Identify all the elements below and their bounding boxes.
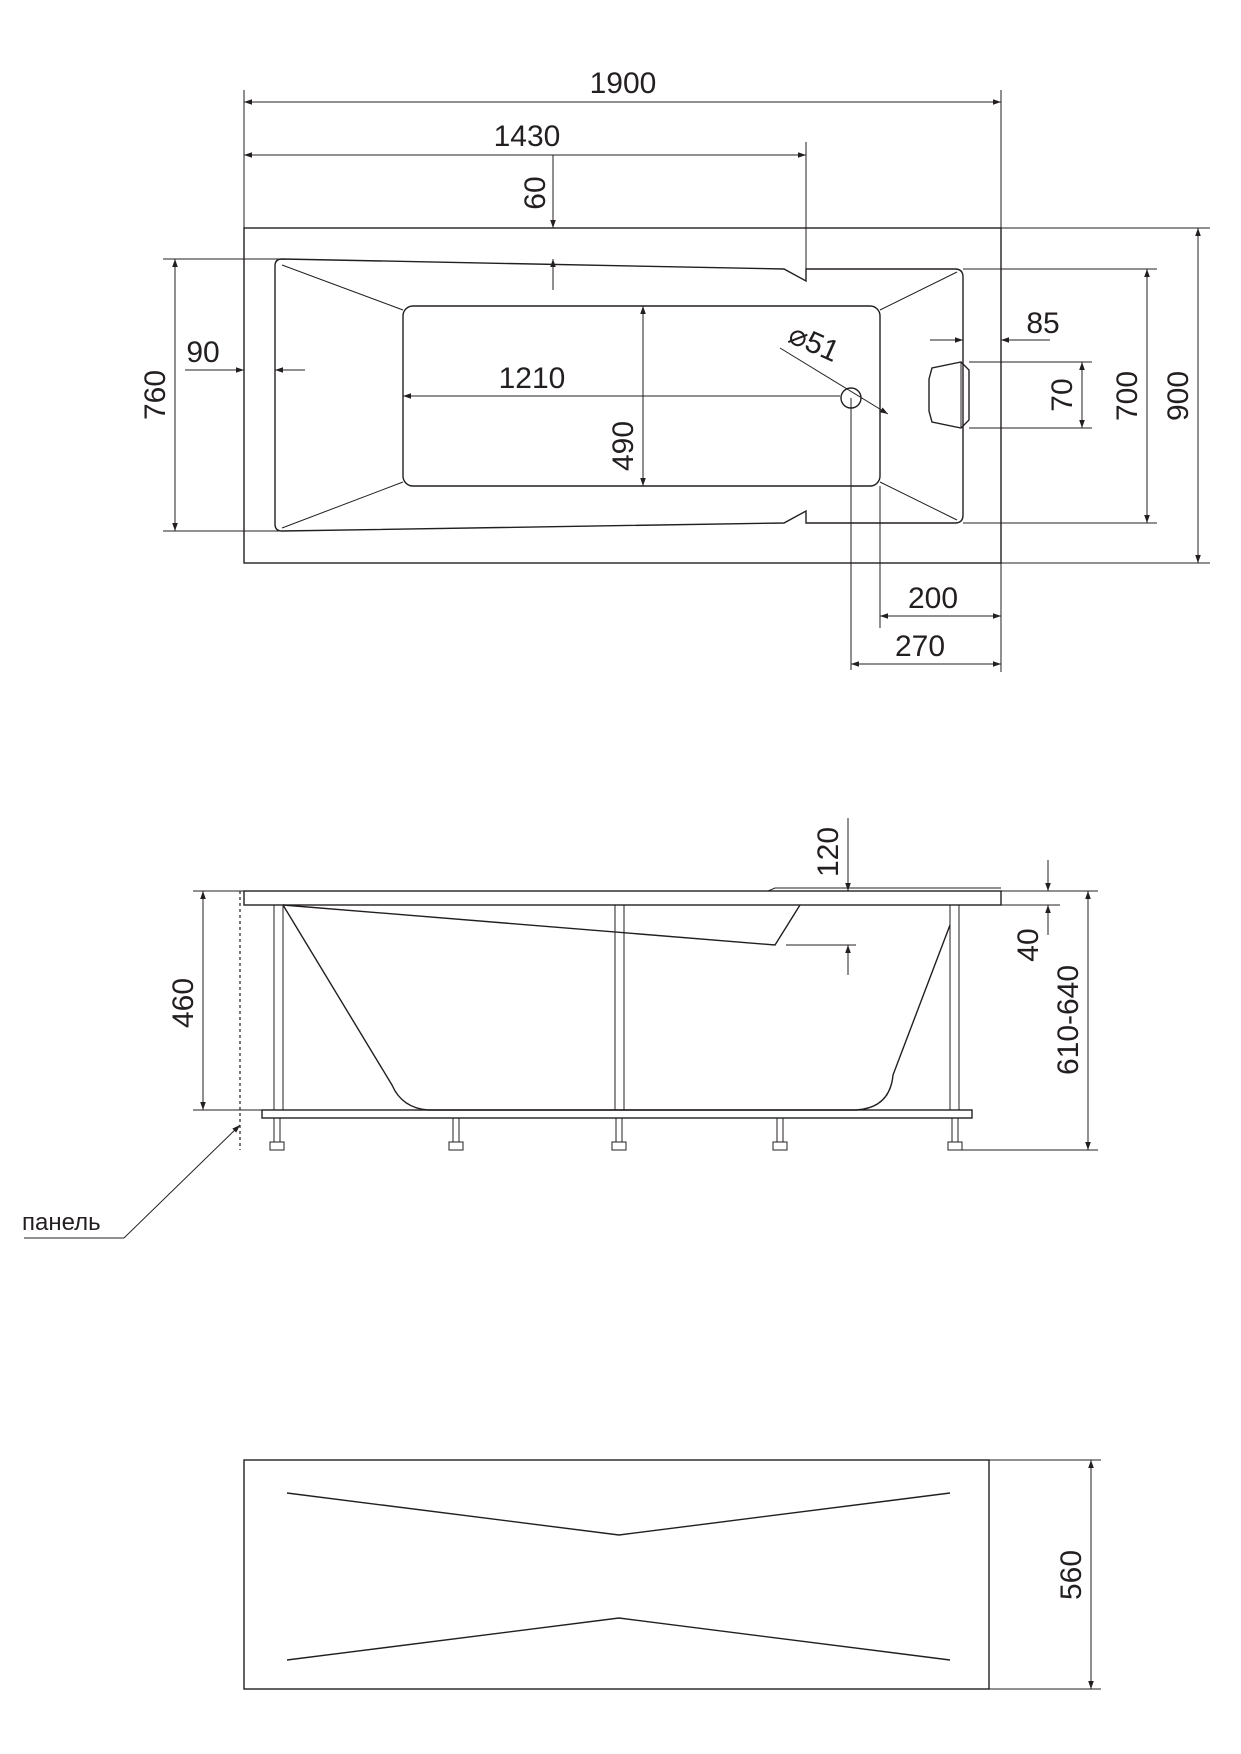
dim-bottom-length: 1210 bbox=[499, 362, 566, 395]
dim-headrest-width: 70 bbox=[1046, 378, 1079, 411]
front-panel-outline bbox=[243, 1459, 990, 1690]
dim-left-rim: 90 bbox=[186, 336, 219, 369]
dim-step-length: 1430 bbox=[494, 120, 561, 153]
base-frame bbox=[261, 1109, 973, 1119]
side-rim bbox=[243, 890, 1002, 906]
dim-inner-width: 700 bbox=[1111, 371, 1144, 421]
front-panel-view: 560 bbox=[243, 1459, 1101, 1690]
dim-overall-width: 900 bbox=[1162, 371, 1195, 421]
dim-rim-width: 760 bbox=[139, 370, 172, 420]
headrest bbox=[928, 361, 970, 429]
dim-bottom-width: 490 bbox=[607, 421, 640, 471]
feet bbox=[269, 1117, 963, 1151]
dim-drain-to-end-b: 270 bbox=[895, 630, 945, 663]
dim-step-offset: 60 bbox=[519, 176, 552, 209]
frame-leg bbox=[614, 904, 625, 1111]
dim-drain-diameter: ⌀51 bbox=[784, 318, 844, 369]
side-view: 460 120 40 610-640 панель bbox=[22, 818, 1098, 1239]
dim-headrest-offset: 85 bbox=[1026, 307, 1059, 340]
dim-drain-to-end-a: 200 bbox=[908, 582, 958, 615]
panel-pattern-top bbox=[286, 1492, 951, 1536]
dim-rim-height: 40 bbox=[1012, 928, 1045, 961]
dim-overall-length: 1900 bbox=[590, 67, 657, 100]
bowl-outline bbox=[274, 258, 964, 532]
top-view: 1900 1430 60 760 90 1210 490 ⌀51 85 70 7… bbox=[139, 67, 1210, 672]
frame-leg bbox=[273, 904, 284, 1111]
dim-depth: 460 bbox=[167, 978, 200, 1028]
dim-drain-depth: 120 bbox=[812, 827, 845, 877]
panel-label: панель bbox=[22, 1209, 101, 1236]
bowl-profile bbox=[282, 904, 951, 1111]
dim-panel-height: 560 bbox=[1055, 1550, 1088, 1600]
dim-total-height: 610-640 bbox=[1052, 965, 1085, 1075]
panel-pattern-bottom bbox=[286, 1617, 951, 1661]
frame-leg bbox=[949, 904, 960, 1111]
